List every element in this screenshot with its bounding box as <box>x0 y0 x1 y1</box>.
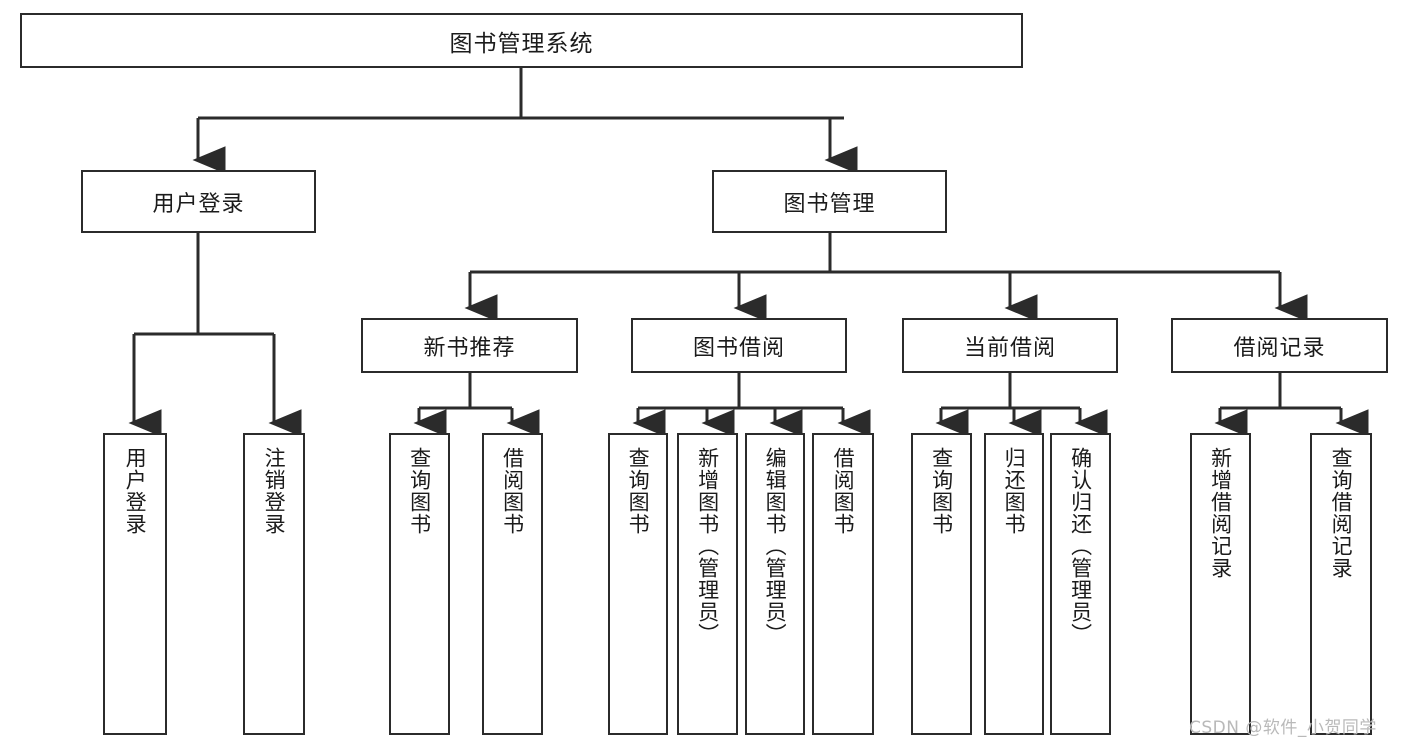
node-leaf-edit-book-label: 编辑图书（管理员） <box>763 447 788 645</box>
node-leaf-query-book-2-label: 查询图书 <box>626 447 651 535</box>
node-leaf-query-record-label: 查询借阅记录 <box>1329 447 1354 579</box>
node-leaf-return-book-label: 归还图书 <box>1002 447 1027 535</box>
node-root-label: 图书管理系统 <box>449 30 594 57</box>
node-book-borrow[interactable]: 图书借阅 <box>631 318 847 373</box>
node-leaf-query-book-3[interactable]: 查询图书 <box>911 433 972 735</box>
node-new-book-recommend-label: 新书推荐 <box>423 335 516 361</box>
node-leaf-user-login[interactable]: 用户登录 <box>103 433 167 735</box>
csdn-watermark: CSDN @软件_小贺同学 <box>1189 718 1377 738</box>
node-book-manage[interactable]: 图书管理 <box>712 170 947 233</box>
node-leaf-confirm-return-label: 确认归还（管理员） <box>1068 447 1093 645</box>
node-leaf-add-book-label: 新增图书（管理员） <box>695 447 720 645</box>
node-leaf-user-logout-label: 注销登录 <box>262 447 287 535</box>
node-leaf-add-record[interactable]: 新增借阅记录 <box>1190 433 1251 735</box>
node-leaf-edit-book[interactable]: 编辑图书（管理员） <box>745 433 805 735</box>
node-leaf-borrow-book-1-label: 借阅图书 <box>500 447 525 535</box>
node-current-borrow-label: 当前借阅 <box>963 335 1056 361</box>
node-leaf-query-book-1-label: 查询图书 <box>407 447 432 535</box>
node-leaf-borrow-book-1[interactable]: 借阅图书 <box>482 433 543 735</box>
node-borrow-record-label: 借阅记录 <box>1233 335 1326 361</box>
node-leaf-add-book[interactable]: 新增图书（管理员） <box>677 433 738 735</box>
node-leaf-add-record-label: 新增借阅记录 <box>1208 447 1233 579</box>
node-user-login-label: 用户登录 <box>152 191 245 217</box>
node-user-login[interactable]: 用户登录 <box>81 170 316 233</box>
node-leaf-confirm-return[interactable]: 确认归还（管理员） <box>1050 433 1111 735</box>
node-book-manage-label: 图书管理 <box>783 191 876 217</box>
node-new-book-recommend[interactable]: 新书推荐 <box>361 318 578 373</box>
node-current-borrow[interactable]: 当前借阅 <box>902 318 1118 373</box>
node-leaf-query-book-2[interactable]: 查询图书 <box>608 433 668 735</box>
node-leaf-query-book-3-label: 查询图书 <box>929 447 954 535</box>
node-leaf-user-logout[interactable]: 注销登录 <box>243 433 305 735</box>
node-leaf-query-record[interactable]: 查询借阅记录 <box>1310 433 1372 735</box>
node-leaf-return-book[interactable]: 归还图书 <box>984 433 1044 735</box>
node-book-borrow-label: 图书借阅 <box>692 335 785 361</box>
node-leaf-borrow-book-2-label: 借阅图书 <box>831 447 856 535</box>
node-root[interactable]: 图书管理系统 <box>20 13 1023 68</box>
node-leaf-borrow-book-2[interactable]: 借阅图书 <box>812 433 874 735</box>
node-borrow-record[interactable]: 借阅记录 <box>1171 318 1388 373</box>
node-leaf-user-login-label: 用户登录 <box>123 447 148 535</box>
node-leaf-query-book-1[interactable]: 查询图书 <box>389 433 450 735</box>
